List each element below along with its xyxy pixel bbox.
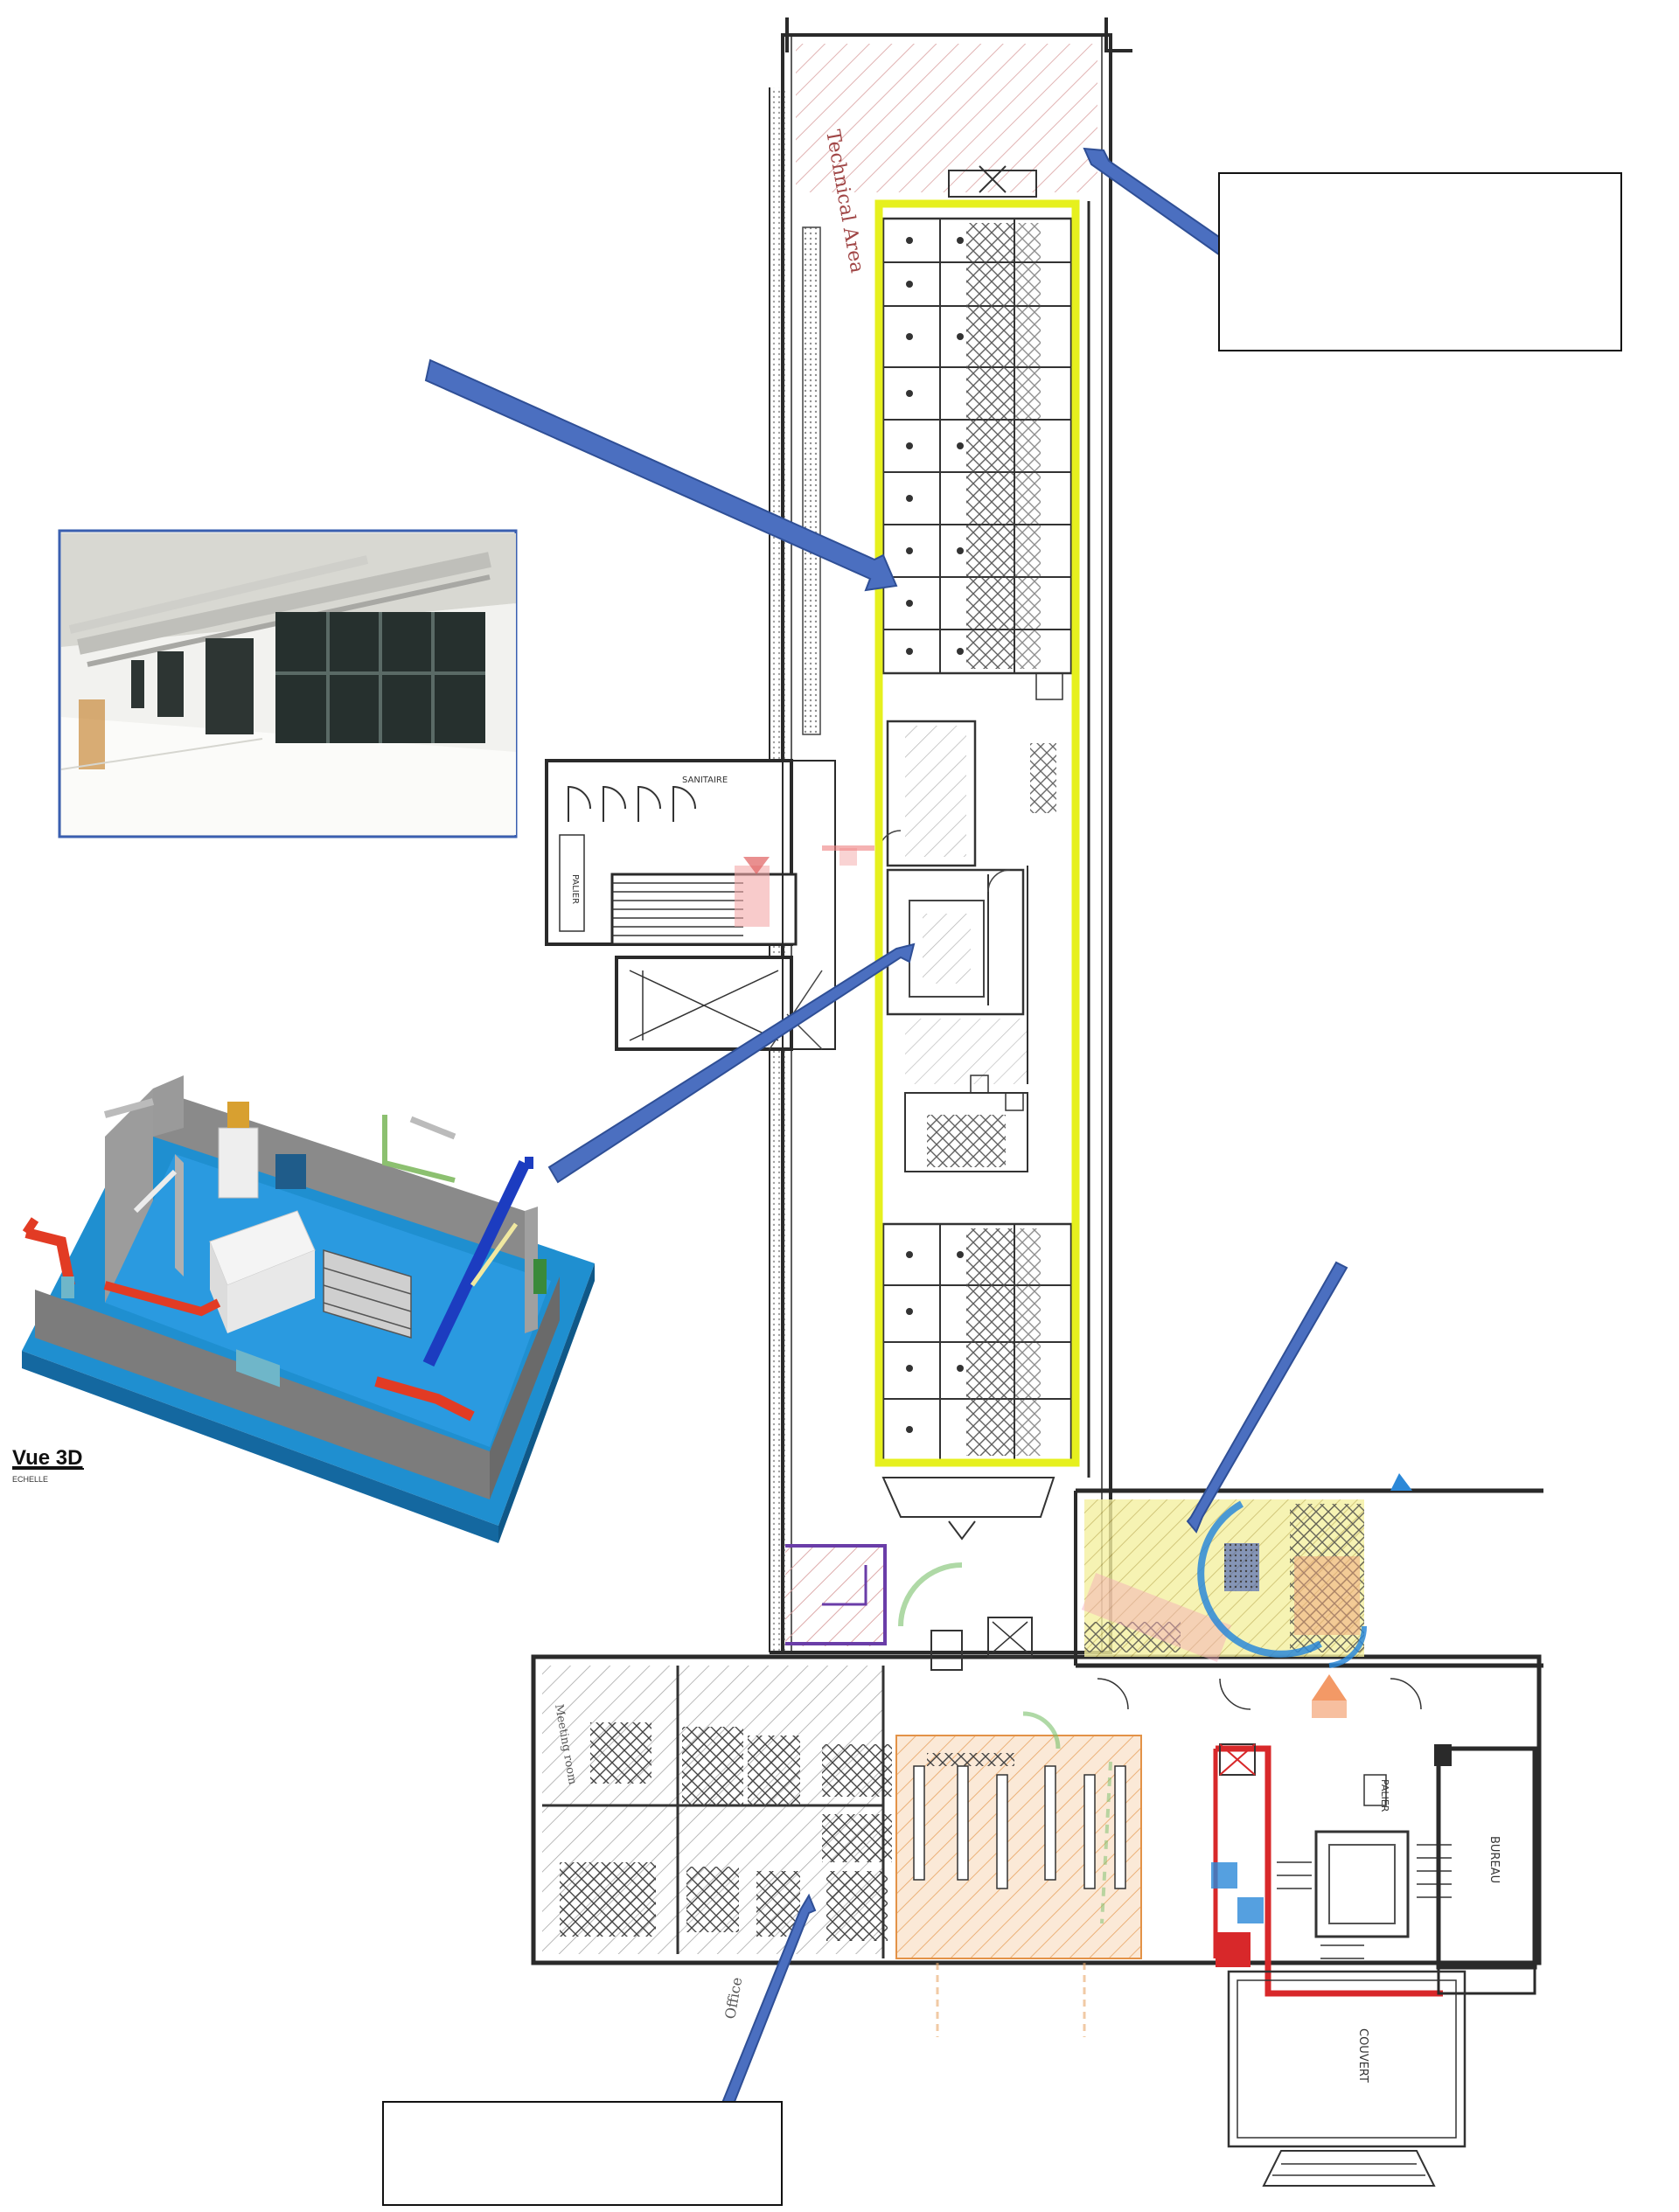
- vue3d-title: Vue 3D: [12, 1446, 82, 1470]
- annotation-arrows: [424, 147, 1348, 2121]
- couvert-label: COUVERT: [1356, 2028, 1369, 2083]
- isometric-3d-view: [22, 1075, 595, 1543]
- office-label: Office: [721, 1976, 745, 2021]
- vue3d-subtitle: ECHELLE: [12, 1475, 48, 1484]
- sanitaire-label: SANITAIRE: [682, 776, 728, 785]
- cleanroom-cells-bottom: [881, 1222, 1073, 1462]
- highlight-cleanroom-zone: [874, 199, 1080, 1467]
- north-wing: Technical Area: [769, 17, 1132, 1654]
- east-yellow-zone: [1081, 1473, 1412, 1718]
- cleanroom-cells-top: [881, 217, 1073, 700]
- label-box-top-right: [1218, 172, 1622, 351]
- east-stair-core: PALIER: [1211, 1743, 1452, 1997]
- palier-label-east: PALIER: [1379, 1779, 1390, 1812]
- arrow-east-zone: [1186, 1261, 1348, 1534]
- bureau-label: BUREAU: [1487, 1836, 1501, 1883]
- palier-label-west: PALIER: [570, 874, 580, 904]
- arrow-cleanroom-middle: [547, 943, 916, 1184]
- cleanroom-cells-middle: [878, 720, 1056, 1172]
- label-box-bottom: [382, 2101, 783, 2206]
- arrow-cleanroom-top: [424, 358, 898, 592]
- corridor-photo: [58, 529, 518, 838]
- south-block: Meeting room Office: [531, 1488, 1543, 2187]
